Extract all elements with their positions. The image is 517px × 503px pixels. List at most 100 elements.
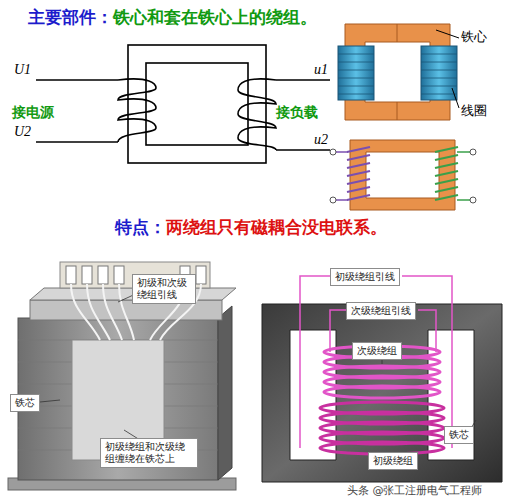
illustration-part: [330, 310, 346, 352]
illustration-part: [330, 149, 476, 203]
illustration-part: [338, 70, 374, 71]
illustration-part: [128, 45, 266, 163]
text-label: u1: [314, 62, 328, 78]
illustration-part: [196, 266, 206, 284]
core-section: [262, 276, 502, 482]
illustration-part: [324, 346, 440, 398]
illustration-part: [66, 266, 76, 284]
illustration-part: [347, 147, 458, 200]
transformer-photo: [8, 262, 236, 490]
callout-text: 铁芯: [15, 397, 35, 409]
illustration-part: [338, 78, 374, 79]
text-label: u2: [314, 132, 328, 148]
text-label: 铁心: [461, 30, 487, 45]
illustration-part: [397, 102, 398, 120]
text-label: U2: [14, 124, 31, 140]
callout-text: 初级和次级绕组引线: [137, 277, 191, 301]
illustration-part: [336, 152, 348, 200]
illustration-part: [436, 30, 459, 38]
illustration-part: [276, 149, 330, 151]
illustration-part: [347, 179, 370, 184]
illustration-part: [421, 46, 457, 100]
callout-box: 初级绕组引线: [330, 268, 400, 286]
callout-box: 初级绕组和次级绕组缠绕在铁芯上: [100, 438, 198, 468]
illustration-part: [382, 358, 476, 458]
text-label: 特点：: [115, 218, 166, 238]
illustration-part: [435, 163, 458, 168]
illustration-part: [330, 149, 336, 155]
illustration-part: [435, 179, 458, 184]
illustration-part: [36, 141, 118, 143]
illustration-part: [40, 400, 60, 402]
illustration-part: [300, 276, 452, 448]
illustration-part: [338, 94, 374, 95]
illustration-part: [338, 86, 374, 87]
callout-box: 初级绕组: [368, 452, 418, 470]
illustration-part: [71, 284, 100, 340]
illustration-part: [452, 88, 459, 108]
text-label: 接电源: [12, 104, 54, 120]
illustration-part: [435, 187, 458, 192]
illustration-part: [435, 171, 458, 176]
illustration-part: [470, 149, 476, 155]
illustration-part: [347, 187, 370, 192]
winding-picture: [330, 140, 476, 210]
text-label: 接负载: [276, 104, 318, 120]
text-label: 线圈: [461, 104, 487, 119]
illustration-part: [347, 163, 370, 168]
illustration-part: [338, 62, 374, 63]
illustration-part: [421, 94, 457, 95]
illustration-part: [82, 266, 92, 284]
illustration-part: [118, 79, 156, 142]
text-label: U1: [14, 62, 31, 78]
illustration-part: [114, 266, 124, 284]
illustration-part: [421, 54, 457, 55]
illustration-part: [87, 284, 110, 340]
illustration-part: [238, 79, 276, 150]
illustration-part: [435, 155, 458, 160]
illustration-part: [347, 147, 370, 152]
illustration-part: [338, 54, 374, 55]
illustration-part: [347, 195, 370, 200]
callout-box: 次级绕组引线: [346, 302, 416, 320]
illustration-part: [338, 54, 457, 94]
illustration-part: [40, 292, 140, 440]
illustration-part: [397, 24, 398, 42]
illustration-part: [146, 63, 248, 145]
illustration-part: [347, 155, 370, 160]
text-label: 两绕组只有磁耦合没电联系。: [166, 218, 387, 238]
callout-text: 初级绕组引线: [335, 271, 395, 283]
callout-text: 铁芯: [449, 429, 469, 441]
illustration-part: [338, 46, 374, 100]
illustration-part: [36, 79, 118, 81]
illustration-part: [330, 197, 336, 203]
illustration-part: [324, 386, 440, 398]
illustration-part: [421, 86, 457, 87]
text-label: 主要部件：: [28, 8, 113, 28]
illustration-part: [457, 152, 470, 200]
illustration-part: [457, 199, 470, 201]
illustration-part: [470, 197, 476, 203]
illustration-part: [421, 70, 457, 71]
illustration-part: [262, 304, 502, 482]
illustration-part: [336, 151, 348, 153]
callout-box: 次级绕组: [352, 342, 402, 360]
illustration-part: [98, 266, 108, 284]
illustration-part: [276, 79, 330, 81]
callout-text: 初级绕组: [373, 455, 413, 467]
core-picture: [338, 24, 459, 120]
illustration-part: [18, 318, 218, 480]
callout-box: 铁芯: [444, 426, 474, 444]
illustration-part: [218, 306, 232, 480]
illustration-part: [421, 62, 457, 63]
illustration-part: [418, 310, 436, 352]
text-label: 铁心和套在铁心上的绕组。: [113, 8, 317, 28]
callout-text: 次级绕组: [357, 345, 397, 357]
callout-box: 初级和次级绕组引线: [132, 274, 196, 304]
callout-text: 次级绕组引线: [351, 305, 411, 317]
illustration-part: [300, 276, 330, 448]
text-label: 头条 @张工注册电气工程师: [347, 485, 483, 498]
illustration-part: [421, 78, 457, 79]
transformer-schematic: [36, 45, 330, 163]
